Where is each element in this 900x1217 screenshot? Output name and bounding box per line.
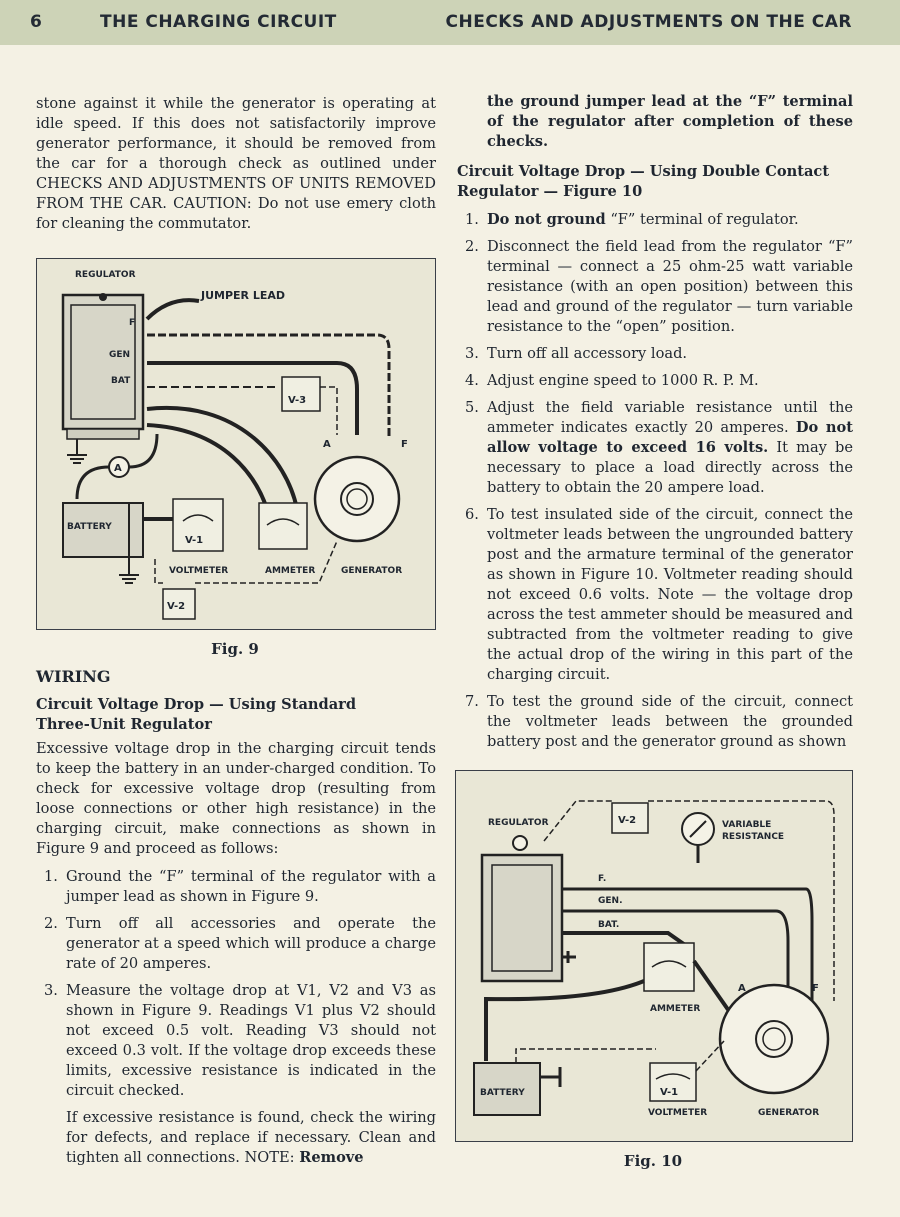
bat-terminal-label: BAT. [598, 920, 619, 930]
ammeter-meter [643, 942, 695, 992]
list-item: 4.Adjust engine speed to 1000 R. P. M. [465, 372, 759, 389]
regulator-label: REGULATOR [488, 818, 549, 828]
generator-body [313, 455, 401, 543]
gen-terminal-label: GEN [109, 350, 130, 360]
v2-meter [611, 802, 649, 834]
double-contact-steps: 1.Do not ground “F” terminal of regulato… [457, 210, 853, 752]
regulator-body [61, 293, 145, 431]
figure-10: REGULATOR V-2 VARIABLE RESISTANCE F. GEN… [455, 770, 853, 1142]
double-contact-heading-line2: Regulator — Figure 10 [457, 183, 643, 200]
list-item: 7.To test the ground side of the circuit… [465, 693, 853, 750]
figure-10-diagram: REGULATOR V-2 VARIABLE RESISTANCE F. GEN… [473, 800, 835, 1118]
list-item: 2.Disconnect the field lead from the reg… [465, 238, 853, 335]
page-header: 6 THE CHARGING CIRCUIT CHECKS AND ADJUST… [0, 0, 900, 45]
figure-9-diagram: REGULATOR JUMPER LEAD F GEN BAT V-3 A F … [61, 270, 408, 620]
list-item: 3.Measure the voltage drop at V1, V2 and… [44, 982, 436, 1099]
figure-10-caption: Fig. 10 [623, 1152, 683, 1170]
gen-f-terminal-label: F [401, 439, 408, 450]
list-item: 1.Ground the “F” terminal of the regulat… [44, 868, 436, 905]
gen-terminal-label: GEN. [598, 896, 623, 906]
list-item: 1.Do not ground “F” terminal of regulato… [465, 211, 799, 228]
chapter-title: THE CHARGING CIRCUIT [100, 12, 337, 32]
v2-meter [162, 588, 196, 620]
generator-label: GENERATOR [341, 566, 402, 576]
v1-meter [649, 1062, 697, 1102]
wiring-paragraph: Excessive voltage drop in the charging c… [36, 740, 436, 857]
regulator-label: REGULATOR [75, 270, 136, 280]
voltmeter-label: VOLTMETER [169, 566, 228, 576]
gen-a-terminal-label: A [323, 439, 331, 450]
v1-label: V-1 [660, 1087, 678, 1098]
list-item: 3.Turn off all accessory load. [465, 345, 688, 362]
gen-f-terminal-label: F [812, 983, 819, 994]
bat-terminal-label: BAT [111, 376, 131, 386]
intro-paragraph: stone against it while the generator is … [36, 95, 436, 232]
ammeter-symbol-label: A [114, 463, 122, 474]
v2-label: V-2 [167, 601, 185, 612]
right-text-block: the ground jumper lead at the “F” termin… [457, 92, 853, 759]
page-number: 6 [30, 12, 43, 32]
v3-label: V-3 [288, 395, 306, 406]
list-item: 5.Adjust the field variable resistance u… [465, 399, 854, 496]
resistance-label: RESISTANCE [722, 832, 784, 842]
battery-label: BATTERY [67, 522, 112, 532]
battery-body [473, 1062, 541, 1116]
f-terminal-label: F [129, 318, 135, 328]
note-paragraph: If excessive resistance is found, check … [66, 1109, 436, 1166]
v1-label: V-1 [185, 535, 203, 546]
v2-label: V-2 [618, 815, 636, 826]
list-item: 6.To test insulated side of the circuit,… [465, 506, 853, 683]
double-contact-heading-line1: Circuit Voltage Drop — Using Double Cont… [457, 163, 830, 180]
gen-a-terminal-label: A [738, 983, 746, 994]
ammeter-meter [258, 502, 308, 550]
jumper-lead-label: JUMPER LEAD [200, 289, 285, 302]
f-terminal-label: F. [598, 874, 606, 884]
generator-label: GENERATOR [758, 1108, 819, 1118]
generator-body [718, 983, 830, 1095]
standard-regulator-heading-line1: Circuit Voltage Drop — Using Standard [36, 696, 357, 713]
left-intro-block: stone against it while the generator is … [36, 94, 436, 234]
wiring-section: WIRING Circuit Voltage Drop — Using Stan… [36, 667, 436, 1168]
v1-meter [172, 498, 224, 552]
standard-regulator-steps: 1.Ground the “F” terminal of the regulat… [36, 867, 436, 1101]
variable-label: VARIABLE [722, 820, 771, 830]
ammeter-label: AMMETER [265, 566, 315, 576]
continuation-paragraph: the ground jumper lead at the “F” termin… [487, 93, 853, 150]
v3-meter [281, 376, 321, 412]
regulator-body [480, 853, 564, 983]
battery-label: BATTERY [480, 1088, 525, 1098]
standard-regulator-heading-line2: Three-Unit Regulator [36, 716, 212, 733]
figure-9-caption: Fig. 9 [211, 640, 259, 658]
list-item: 2.Turn off all accessories and operate t… [44, 915, 436, 972]
ammeter-label: AMMETER [650, 1004, 700, 1014]
wiring-heading: WIRING [36, 667, 111, 686]
voltmeter-label: VOLTMETER [648, 1108, 707, 1118]
figure-9: REGULATOR JUMPER LEAD F GEN BAT V-3 A F … [36, 258, 436, 630]
section-title: CHECKS AND ADJUSTMENTS ON THE CAR [445, 12, 852, 32]
